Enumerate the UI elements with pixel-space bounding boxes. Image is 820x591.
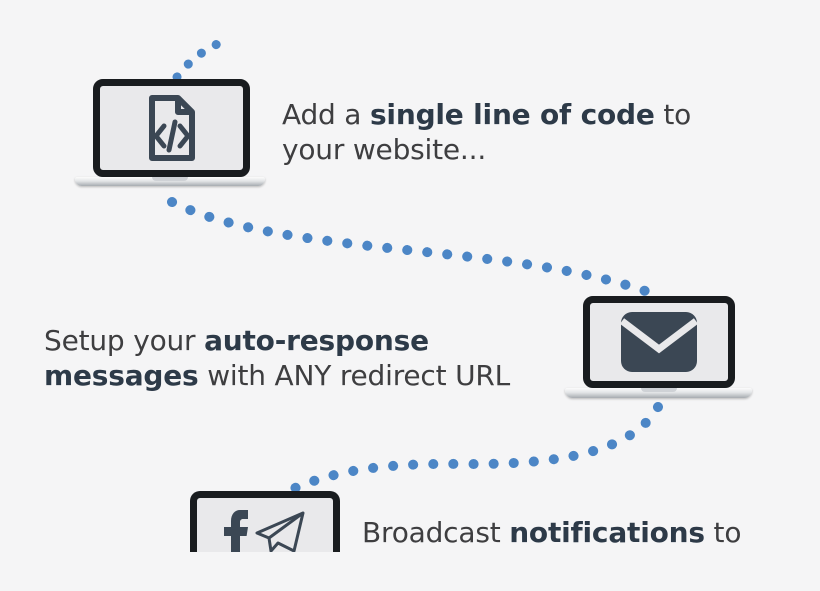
- caption-step3: Broadcast notifications to: [362, 515, 741, 550]
- caption-bold: notifications: [509, 516, 705, 549]
- dotted-curve-middle: [167, 197, 656, 298]
- caption-caps: ANY: [274, 359, 332, 392]
- caption-step1: Add a single line of code to your websit…: [282, 97, 691, 167]
- caption-bold: messages: [44, 359, 199, 392]
- caption-text: Setup your: [44, 324, 205, 357]
- facebook-icon: [224, 510, 248, 552]
- laptop-code: [75, 79, 265, 187]
- laptop-base: [565, 388, 752, 398]
- laptop-base-notch: [640, 388, 677, 392]
- laptop-code-screen: [93, 79, 250, 177]
- caption-text: Broadcast: [362, 516, 510, 549]
- dotted-curve-bottom: [279, 402, 663, 498]
- laptop-social: [190, 491, 340, 552]
- code-file-icon: [148, 95, 195, 161]
- caption-text: with: [198, 359, 275, 392]
- caption-text: to: [654, 98, 692, 131]
- telegram-send-icon: [255, 511, 305, 552]
- caption-bold: single line of code: [369, 98, 655, 131]
- laptop-base-notch: [152, 177, 188, 181]
- laptop-mail: [565, 296, 752, 398]
- laptop-base: [75, 177, 265, 186]
- dotted-curve-top: [172, 34, 235, 82]
- caption-text: your website...: [282, 133, 487, 166]
- caption-text: redirect URL: [331, 359, 511, 392]
- caption-step2: Setup your auto-response messages with A…: [44, 323, 510, 393]
- caption-text: Add a: [282, 98, 370, 131]
- laptop-mail-screen: [583, 296, 735, 388]
- caption-text: to: [704, 516, 742, 549]
- caption-bold: auto-response: [204, 324, 429, 357]
- envelope-icon: [621, 312, 697, 372]
- laptop-social-screen: [190, 491, 340, 552]
